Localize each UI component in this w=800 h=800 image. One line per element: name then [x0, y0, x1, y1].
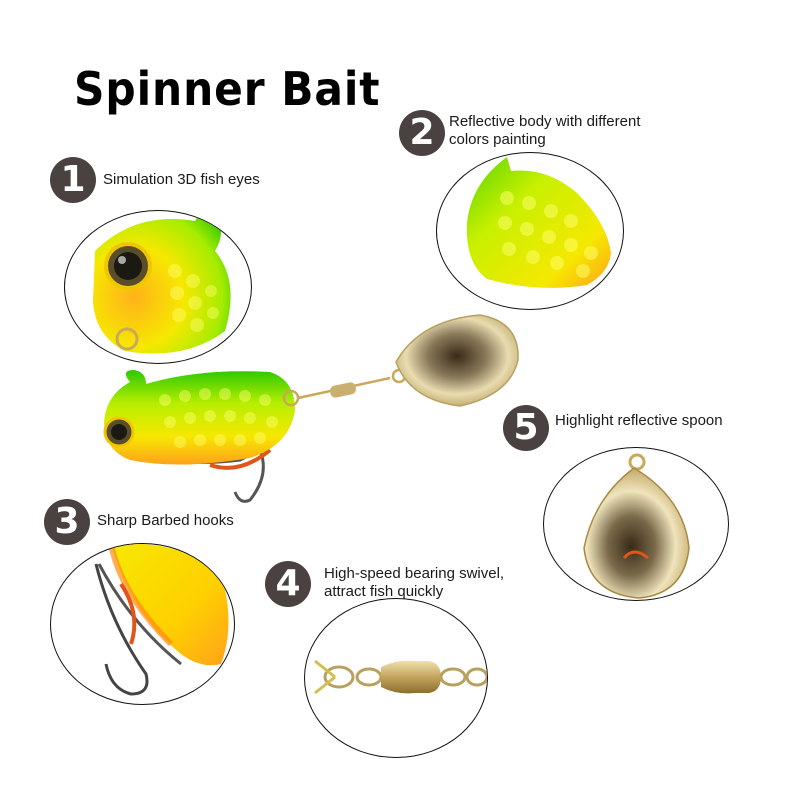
swivel-closeup-image	[314, 659, 487, 695]
feature-1-line-1: Simulation 3D fish eyes	[103, 171, 260, 188]
feature-4-badge: 4	[265, 561, 311, 607]
feature-1-badge: 1	[50, 157, 96, 203]
body-closeup-circle	[436, 152, 624, 310]
spinner-bait-lure	[90, 300, 530, 510]
feature-3-label: Sharp Barbed hooks	[97, 512, 234, 530]
feature-5-line-1: Highlight reflective spoon	[555, 412, 723, 429]
feature-2-label: Reflective body with different colors pa…	[449, 113, 641, 149]
fish-eye-closeup-circle	[64, 210, 252, 364]
spoon-closeup-image	[583, 453, 690, 599]
feature-2-badge: 2	[399, 110, 445, 156]
hook-closeup-circle	[50, 543, 235, 705]
feature-1-label: Simulation 3D fish eyes	[103, 171, 260, 189]
feature-2-line-1: Reflective body with different	[449, 113, 641, 130]
spoon-closeup-circle	[543, 447, 729, 601]
body-closeup-image	[466, 157, 611, 288]
feature-2-line-2: colors painting	[449, 131, 546, 148]
feature-5-badge: 5	[503, 405, 549, 451]
feature-3-line-1: Sharp Barbed hooks	[97, 512, 234, 529]
feature-4-line-2: attract fish quickly	[324, 583, 444, 600]
swivel-closeup-circle	[304, 598, 488, 758]
feature-5-label: Highlight reflective spoon	[555, 412, 723, 430]
spinner-bait-lure-image	[103, 314, 519, 503]
feature-4-line-1: High-speed bearing swivel,	[324, 565, 505, 582]
page-title: Spinner Bait	[74, 62, 381, 116]
feature-3-badge: 3	[44, 499, 90, 545]
hook-closeup-image	[94, 544, 229, 696]
feature-4-label: High-speed bearing swivel, attract fish …	[324, 565, 504, 601]
fish-eye-closeup-image	[93, 213, 231, 354]
